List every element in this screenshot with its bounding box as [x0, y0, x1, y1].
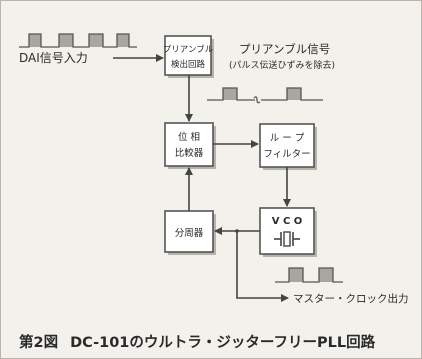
vco-label: V C O: [272, 216, 303, 227]
loop-filter-block: ル ー プ フィルター: [259, 123, 317, 170]
figure-caption: 第2図 DC-101のウルトラ・ジッターフリーPLL回路: [19, 331, 375, 352]
loop-filter-line2: フィルター: [263, 149, 310, 160]
loop-filter-line1: ル ー プ: [270, 133, 305, 144]
preamble-detector-block: プリアンブル 検出回路: [163, 35, 214, 78]
phase-comparator-line1: 位 相: [178, 131, 200, 143]
preamble-note-label: (パルス伝送ひずみを除去): [229, 59, 335, 71]
preamble-detector-line1: プリアンブル: [163, 44, 214, 55]
vco-block: V C O: [259, 207, 317, 257]
output-clock-waveform: [275, 267, 343, 283]
master-clock-output-label: マスター・クロック出力: [293, 292, 409, 305]
divider-block: 分周器: [164, 210, 216, 255]
crystal-icon: [274, 231, 300, 247]
preamble-signal-label: プリアンブル信号: [239, 42, 330, 56]
input-pulse-waveform: [19, 33, 137, 48]
dai-input-label: DAI信号入力: [19, 51, 88, 65]
preamble-waveform: [207, 87, 323, 104]
signal-paths: [113, 54, 291, 302]
preamble-detector-line2: 検出回路: [171, 59, 206, 70]
phase-comparator-block: 位 相 比較器: [164, 122, 216, 169]
divider-label: 分周器: [175, 228, 204, 239]
figure-number: 第2図: [19, 335, 59, 351]
phase-comparator-line2: 比較器: [175, 147, 204, 159]
figure-title: DC-101のウルトラ・ジッターフリーPLL回路: [70, 335, 376, 351]
arrow-to-clock-output: [236, 231, 289, 302]
